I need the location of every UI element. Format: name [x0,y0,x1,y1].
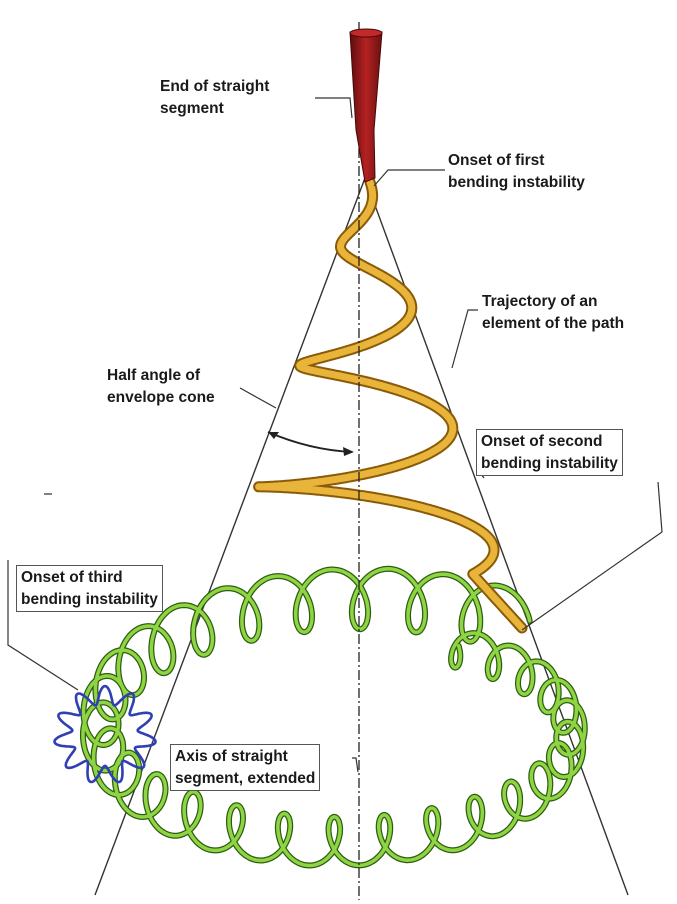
leader-half-angle [240,388,276,408]
label-onset-third-bending: Onset of third bending instability [16,565,163,612]
leader-trajectory [452,310,478,368]
label-axis-extended: Axis of straight segment, extended [170,744,320,791]
leader-onset-second-b [522,482,662,630]
half-angle-arrow-right [343,447,354,456]
straight-segment-top [350,29,382,37]
half-angle-arc [268,432,352,452]
label-half-angle: Half angle of envelope cone [107,365,215,409]
label-trajectory: Trajectory of an element of the path [482,291,624,335]
leader-axis [352,758,358,772]
label-onset-second-bending: Onset of second bending instability [476,429,623,476]
leader-onset-first [374,170,445,186]
label-end-of-straight-segment: End of straight segment [160,76,269,120]
straight-segment [350,32,382,182]
leader-end-straight [315,98,352,118]
label-onset-first-bending: Onset of first bending instability [448,150,585,194]
